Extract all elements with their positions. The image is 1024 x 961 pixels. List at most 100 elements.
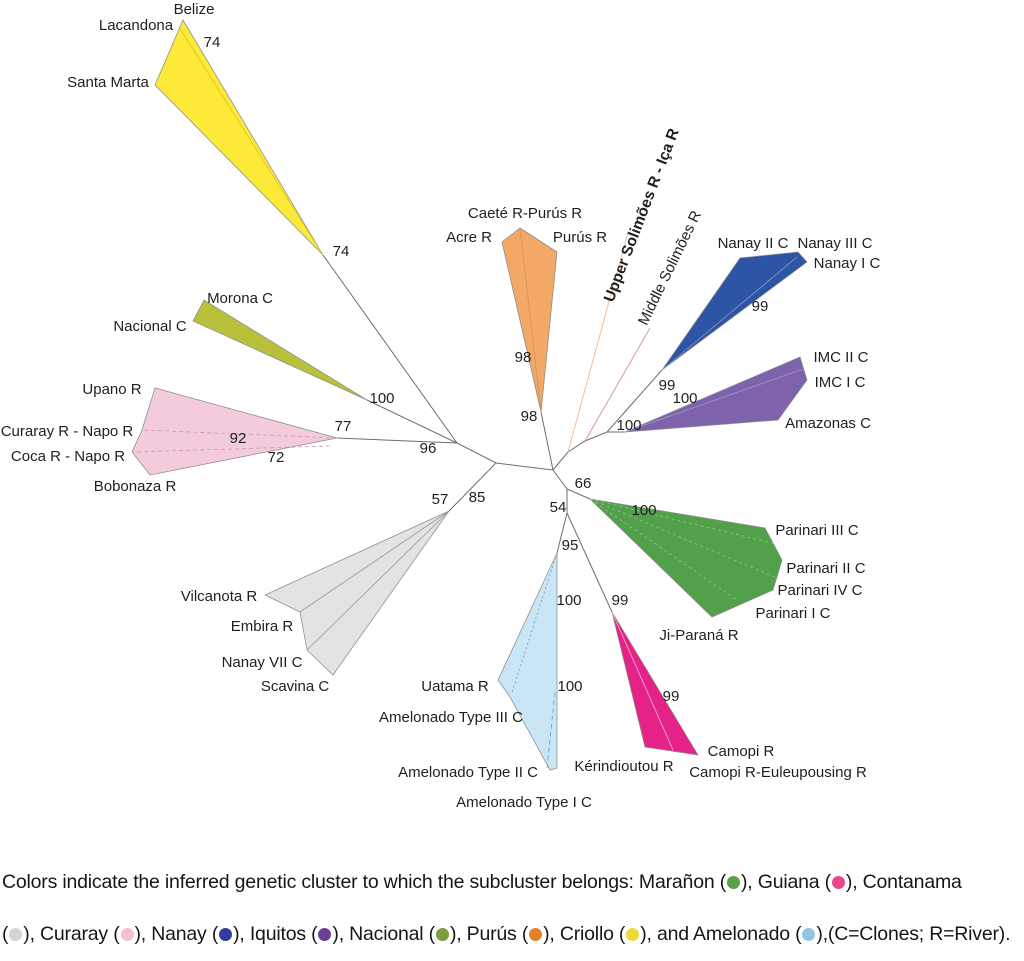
branch-curaray xyxy=(336,437,458,444)
tree-branches xyxy=(322,254,663,613)
wedge-contanama xyxy=(264,510,451,676)
support-value-support-100-b: 100 xyxy=(616,417,641,434)
wedge-amelonado xyxy=(497,552,558,771)
support-value-support-100-a: 100 xyxy=(672,390,697,407)
support-value-support-99-nanay-in: 99 xyxy=(752,298,769,315)
wedge-subdivision-lines xyxy=(131,26,804,769)
caption-text: ),(C=Clones; R=River). xyxy=(816,923,1011,945)
support-value-support-99-nanay: 99 xyxy=(659,377,676,394)
leaf-label-nanay-i-c: Nanay I C xyxy=(814,255,881,272)
leaf-label-coca-napo: Coca R - Napo R xyxy=(11,448,125,465)
support-value-support-92: 92 xyxy=(230,430,247,447)
upper-solimoes-branch xyxy=(567,231,629,453)
legend-dot-maranon xyxy=(727,876,740,889)
leaf-label-purus-r: Purús R xyxy=(553,229,607,246)
branch-nanay xyxy=(606,369,663,433)
caption-text: ), Criollo ( xyxy=(543,923,626,945)
support-value-support-74-a: 74 xyxy=(204,34,221,51)
wedge-curaray xyxy=(131,387,338,476)
leaf-label-nanay-iii-c: Nanay III C xyxy=(797,235,872,252)
legend-dot-nacional xyxy=(435,928,449,941)
caption-text: ), Iquitos ( xyxy=(233,923,318,945)
figure-caption-line-1: Colors indicate the inferred genetic clu… xyxy=(2,871,1024,894)
support-value-support-96: 96 xyxy=(420,440,437,457)
leaf-label-parinari-i-c: Parinari I C xyxy=(755,605,830,622)
support-value-support-99-guiana: 99 xyxy=(612,592,629,609)
leaf-label-amelonado-i-c: Amelonado Type I C xyxy=(456,794,592,811)
contanama-internal-lines xyxy=(299,510,450,651)
caption-text: ), Nacional ( xyxy=(332,923,435,945)
leaf-label-caete-purus: Caeté R-Purús R xyxy=(468,205,582,222)
leaf-label-lacandona: Lacandona xyxy=(99,17,174,34)
support-value-support-100-maranon: 100 xyxy=(631,502,656,519)
caption-text: ), Contanama xyxy=(845,871,962,893)
leaf-label-imc-ii-c: IMC II C xyxy=(814,349,869,366)
criollo-internal-line xyxy=(178,26,324,256)
figure-caption-line-2: ( ), Curaray ( ), Nanay ( ), Iquitos ( ), Na… xyxy=(2,923,1024,946)
branch-contanama xyxy=(448,462,497,512)
caption-text: ), Curaray ( xyxy=(23,923,120,945)
leaf-label-nanay-vii-c: Nanay VII C xyxy=(222,654,303,671)
leaf-label-scavina-c: Scavina C xyxy=(261,678,330,695)
caption-text: ), and Amelonado ( xyxy=(640,923,802,945)
support-value-support-98-b: 98 xyxy=(521,408,538,425)
nanay-internal-line xyxy=(661,256,798,371)
caption-text: ), Nanay ( xyxy=(134,923,219,945)
maranon-internal-lines xyxy=(589,498,778,601)
branch-solimoes-iquitos xyxy=(552,431,625,471)
leaf-label-ji-parana-r: Ji-Paraná R xyxy=(659,627,738,644)
support-value-support-100-amel-a: 100 xyxy=(556,592,581,609)
leaf-label-amelonado-iii-c: Amelonado Type III C xyxy=(379,709,523,726)
branch-guiana xyxy=(566,512,613,613)
support-value-support-100-amel-b: 100 xyxy=(557,678,582,695)
support-value-support-72: 72 xyxy=(268,449,285,466)
branch-nacional xyxy=(366,399,458,444)
guiana-internal-line xyxy=(611,611,674,751)
iquitos-internal-line xyxy=(624,368,804,433)
leaf-label-parinari-ii-c: Parinari II C xyxy=(786,560,865,577)
leaf-label-parinari-iii-c: Parinari III C xyxy=(775,522,859,539)
leaf-label-vilcanota-r: Vilcanota R xyxy=(181,588,258,605)
leaf-label-parinari-iv-c: Parinari IV C xyxy=(777,582,862,599)
legend-dot-criollo xyxy=(626,928,640,941)
caption-text: Colors indicate the inferred genetic clu… xyxy=(2,871,726,893)
support-value-support-100-nacional: 100 xyxy=(369,390,394,407)
middle-solimoes-branch xyxy=(584,327,651,442)
branch-purus xyxy=(540,411,554,471)
curaray-internal-lines xyxy=(131,429,338,453)
legend-dot-guiana xyxy=(831,876,845,889)
leaf-label-camopi-euleupousing: Camopi R-Euleupousing R xyxy=(689,764,867,781)
purus-internal-line xyxy=(519,227,542,413)
legend-dot-iquitos xyxy=(318,928,332,941)
leaf-label-embira-r: Embira R xyxy=(231,618,294,635)
leaf-label-amelonado-ii-c: Amelonado Type II C xyxy=(398,764,538,781)
support-value-support-57: 57 xyxy=(432,491,449,508)
support-value-support-99-guiana-in: 99 xyxy=(663,688,680,705)
caption-text: ( xyxy=(2,923,9,945)
wedge-criollo xyxy=(154,19,324,256)
support-value-support-74-b: 74 xyxy=(333,243,350,260)
leaf-label-amazonas-c: Amazonas C xyxy=(785,415,871,432)
legend-dot-nanay xyxy=(219,928,233,941)
wedge-iquitos xyxy=(624,356,808,433)
leaf-label-santa-marta: Santa Marta xyxy=(67,74,149,91)
leaf-label-morona-c: Morona C xyxy=(207,290,273,307)
leaf-label-bobonaza-r: Bobonaza R xyxy=(94,478,177,495)
legend-dot-contanama xyxy=(9,928,23,941)
leaf-label-nanay-ii-c: Nanay II C xyxy=(718,235,789,252)
leaf-label-belize: Belize xyxy=(174,1,215,18)
support-value-support-54: 54 xyxy=(550,499,567,516)
leaf-label-acre-r: Acre R xyxy=(446,229,492,246)
wedge-guiana xyxy=(611,611,699,756)
support-value-support-98-a: 98 xyxy=(515,349,532,366)
leaf-label-upano-r: Upano R xyxy=(82,381,141,398)
support-value-support-95: 95 xyxy=(562,537,579,554)
legend-dot-curaray xyxy=(120,928,134,941)
caption-text: ), Purús ( xyxy=(449,923,529,945)
support-value-support-77: 77 xyxy=(335,418,352,435)
support-value-support-66: 66 xyxy=(575,475,592,492)
wedge-maranon xyxy=(588,498,783,618)
